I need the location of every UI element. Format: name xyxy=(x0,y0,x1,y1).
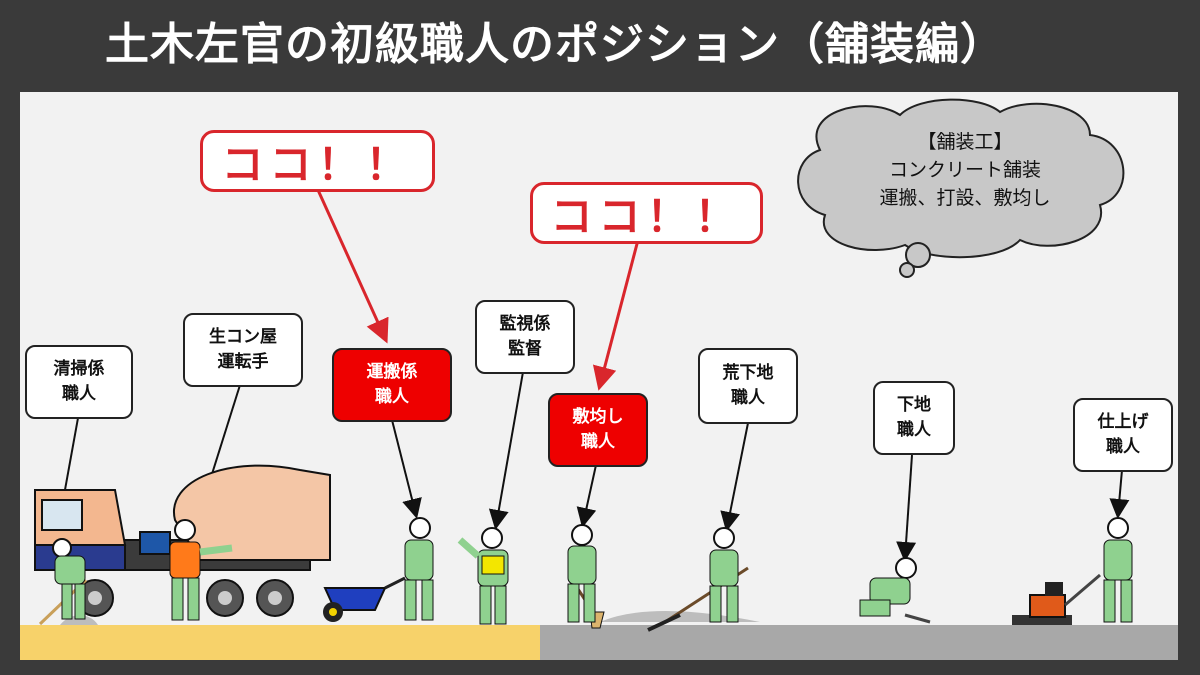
thought-line-2: コンクリート舗装 xyxy=(888,159,1041,181)
worker-finishing xyxy=(1103,517,1133,623)
paved-ground xyxy=(540,625,1178,660)
here-callout-1-text: ココ！！ xyxy=(221,139,414,189)
page-title: 土木左官の初級職人のポジション（舗装編） xyxy=(105,19,1005,70)
label-cleaning-worker: 清掃係 職人 xyxy=(25,345,133,419)
label-line: 清掃係 xyxy=(53,359,105,379)
here-callout-2: ココ！！ xyxy=(530,182,763,244)
plate-compactor xyxy=(1012,573,1101,625)
label-line: 職人 xyxy=(897,420,931,440)
label-line: 荒下地 xyxy=(722,363,774,383)
thought-line-3: 運搬、打設、敷均し xyxy=(879,187,1051,209)
rake-head xyxy=(647,613,681,632)
label-line: 運転手 xyxy=(217,352,269,372)
callout-arrow-2 xyxy=(592,239,640,391)
here-callout-2-text: ココ！！ xyxy=(550,191,743,241)
label-line: 職人 xyxy=(375,387,409,407)
worker-base xyxy=(859,557,917,617)
worker-rough-base xyxy=(709,527,739,623)
label-line: 職人 xyxy=(731,388,765,408)
thought-bubble-text: 【舗装工】 コンクリート舗装 運搬、打設、敷均し xyxy=(830,128,1100,212)
worker-transport xyxy=(404,517,434,621)
label-line: 職人 xyxy=(62,384,96,404)
label-line: 職人 xyxy=(581,432,615,452)
label-line: 生コン屋 xyxy=(209,327,277,347)
label-spreading-worker: 敷均し 職人 xyxy=(548,393,648,467)
here-callout-1: ココ！！ xyxy=(200,130,435,192)
label-line: 仕上げ xyxy=(1097,412,1149,432)
worker-cleaning xyxy=(52,538,86,620)
worker-mixer-driver xyxy=(169,519,233,621)
label-rough-base-worker: 荒下地 職人 xyxy=(698,348,798,424)
worker-spreading xyxy=(567,524,597,623)
wheelbarrow xyxy=(323,576,406,622)
label-transport-worker: 運搬係 職人 xyxy=(332,348,452,422)
label-line: 下地 xyxy=(897,395,931,415)
thought-cloud xyxy=(797,98,1125,278)
trowel xyxy=(904,613,931,624)
sand-ground xyxy=(20,625,540,660)
label-finishing-worker: 仕上げ 職人 xyxy=(1073,398,1173,472)
callout-arrow-1 xyxy=(316,189,389,344)
label-base-worker: 下地 職人 xyxy=(873,381,955,455)
label-line: 監督 xyxy=(508,339,542,359)
thought-line-1: 【舗装工】 xyxy=(917,131,1013,153)
label-line: 運搬係 xyxy=(366,362,418,382)
label-mixer-driver: 生コン屋 運転手 xyxy=(183,313,303,387)
label-line: 敷均し xyxy=(572,407,624,427)
label-supervisor: 監視係 監督 xyxy=(475,300,575,374)
label-line: 職人 xyxy=(1106,437,1140,457)
label-line: 監視係 xyxy=(499,314,551,334)
worker-supervisor xyxy=(457,527,509,625)
